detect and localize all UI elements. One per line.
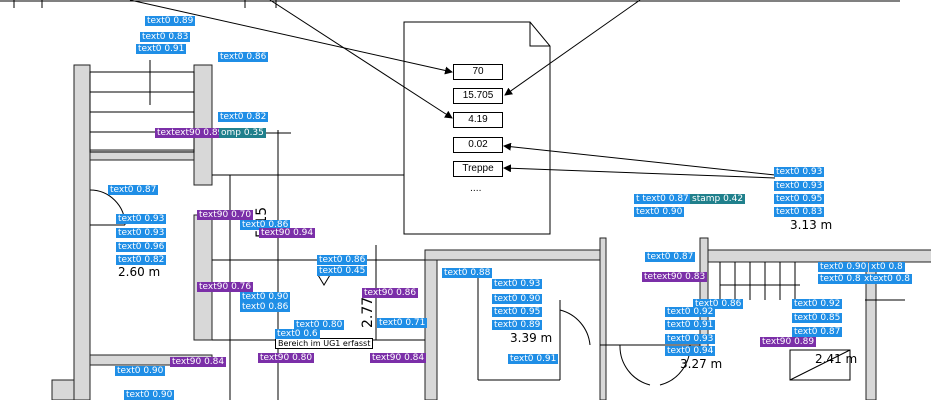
detection-label: text0 0.8 xyxy=(818,274,863,284)
detection-label: text0 0.96 xyxy=(116,242,167,252)
detection-label: text0 0.91 xyxy=(508,354,559,364)
area-label-top-right: 3.13 m xyxy=(790,218,833,232)
dimension-277: 2.77 xyxy=(360,296,376,328)
detection-label: text0 0.82 xyxy=(218,112,269,122)
detection-label: t text0 0.87 xyxy=(634,194,691,204)
area-label-right: 2.41 m xyxy=(815,352,858,366)
detection-label: text90 0.70 xyxy=(197,210,254,220)
detection-label: text0 0.86 xyxy=(693,299,744,309)
detection-label: text0 0.93 xyxy=(116,214,167,224)
detection-label: text90 0.86 xyxy=(362,288,419,298)
detection-label: text0 0.80 xyxy=(294,320,345,330)
document-field-5: Treppe xyxy=(453,161,503,177)
detection-label: text0 0.90 xyxy=(818,262,869,272)
detection-label: tetext90 0.83 xyxy=(642,272,708,282)
detection-label: text0 0.83 xyxy=(140,32,191,42)
detection-label: text0 0.86 xyxy=(317,255,368,265)
detection-label: text0 0.93 xyxy=(665,334,716,344)
detection-label: text0 0.90 xyxy=(240,292,291,302)
detection-label: text0 0.93 xyxy=(774,181,825,191)
detection-label: text0 0.6 xyxy=(275,329,320,339)
detection-label: text0 0.90 xyxy=(115,366,166,376)
detection-label: text90 0.80 xyxy=(258,353,315,363)
document-ellipsis: .... xyxy=(470,184,482,194)
detection-label: text0 0.95 xyxy=(492,307,543,317)
detection-label: text0 0.89 xyxy=(492,320,543,330)
document-field-2: 15.705 xyxy=(453,88,503,104)
detection-label: text90 0.89 xyxy=(760,337,817,347)
detection-label: text0 0.93 xyxy=(492,279,543,289)
detection-label: text0 0.92 xyxy=(665,307,716,317)
detection-label: text0 0.83 xyxy=(774,207,825,217)
detection-label: text0 0.89 xyxy=(145,16,196,26)
detection-label: text0 0.87 xyxy=(645,252,696,262)
detection-label: text90 0.76 xyxy=(197,282,254,292)
detection-label: text0 0.82 xyxy=(116,255,167,265)
level-marker xyxy=(317,274,331,286)
detection-label: text90 0.94 xyxy=(259,228,316,238)
detection-label: textext90 0.89 xyxy=(155,128,226,138)
detection-label: text0 0.88 xyxy=(442,268,493,278)
area-label-center: 3.27 m xyxy=(680,357,723,371)
detection-label: text0 0.85 xyxy=(792,313,843,323)
detection-label: text0 0.45 xyxy=(317,266,368,276)
note-label: Bereich im UG1 erfasst xyxy=(275,338,374,349)
detection-label: text0 0.93 xyxy=(774,167,825,177)
detection-label: xt0 0.8 xyxy=(869,262,905,272)
detection-label: text0 0.87 xyxy=(108,185,159,195)
detection-label: text90 0.84 xyxy=(170,357,227,367)
detection-label: text90 0.84 xyxy=(370,353,427,363)
detection-label: text0 0.90 xyxy=(124,390,175,400)
detection-label: text0 0.86 xyxy=(240,220,291,230)
detection-label: text0 0.95 xyxy=(774,194,825,204)
detection-label: stamp 0.42 xyxy=(690,194,746,204)
detection-label: text0 0.92 xyxy=(792,299,843,309)
document-field-1: 70 xyxy=(453,64,503,80)
area-label-mid: 3.39 m xyxy=(510,331,553,345)
detection-label: text0 0.87 xyxy=(792,327,843,337)
document-field-3: 4.19 xyxy=(453,112,503,128)
detection-label: text0 0.93 xyxy=(116,228,167,238)
detection-label: text0 0.90 xyxy=(492,294,543,304)
detection-label: xtext0 0.8 xyxy=(862,274,912,284)
detection-label: text0 0.91 xyxy=(665,320,716,330)
detection-label: text0 0.86 xyxy=(240,302,291,312)
area-label-left: 2.60 m xyxy=(118,265,161,279)
walls xyxy=(51,64,931,400)
document-field-4: 0.02 xyxy=(453,137,503,153)
detection-label: text0 0.86 xyxy=(218,52,269,62)
detection-label: text0 0.91 xyxy=(136,44,187,54)
detection-label: omp 0.35 xyxy=(219,128,266,138)
detection-label: text0 0.71 xyxy=(377,318,428,328)
detection-label: text0 0.90 xyxy=(634,207,685,217)
connector-arrows xyxy=(129,0,776,179)
document-page-shape xyxy=(403,21,551,235)
detection-label: text0 0.94 xyxy=(665,346,716,356)
